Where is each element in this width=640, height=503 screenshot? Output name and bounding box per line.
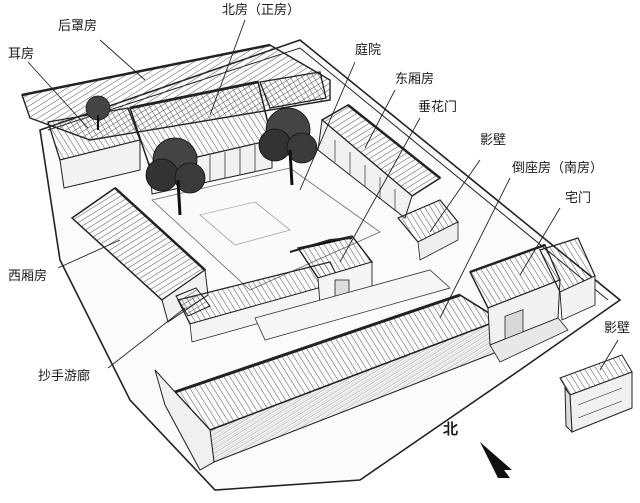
label-outer-screen-wall: 影壁	[604, 321, 631, 336]
label-ear-house: 耳房	[8, 47, 35, 62]
label-main-gate: 宅门	[565, 191, 592, 206]
courtyard-ground	[151, 167, 381, 291]
label-veranda-corridor: 抄手游廊	[38, 369, 91, 384]
label-inner-screen-wall: 影壁	[480, 133, 507, 148]
outer-screen-wall	[559, 354, 633, 434]
label-west-wing-house: 西厢房	[8, 269, 48, 284]
ear-house-left-wall	[59, 139, 141, 189]
ear-house-right-roof	[259, 71, 327, 109]
north-arrow-icon	[480, 442, 512, 478]
main-gate-steps	[489, 317, 569, 363]
tree-far	[85, 95, 111, 130]
front-yard-wall	[254, 269, 451, 341]
label-courtyard: 庭院	[355, 43, 382, 58]
compass-north-label: 北	[443, 420, 459, 438]
tree-right	[258, 107, 318, 186]
label-hanging-flower-gate: 垂花门	[418, 100, 458, 115]
tree-left	[145, 137, 206, 216]
label-south-facing-house: 倒座房（南房）	[512, 161, 604, 176]
label-east-wing-house: 东厢房	[395, 72, 435, 87]
label-rear-cover-house: 后罩房	[58, 19, 98, 34]
label-north-house: 北房（正房）	[222, 3, 301, 18]
leader-lines	[27, 19, 619, 371]
